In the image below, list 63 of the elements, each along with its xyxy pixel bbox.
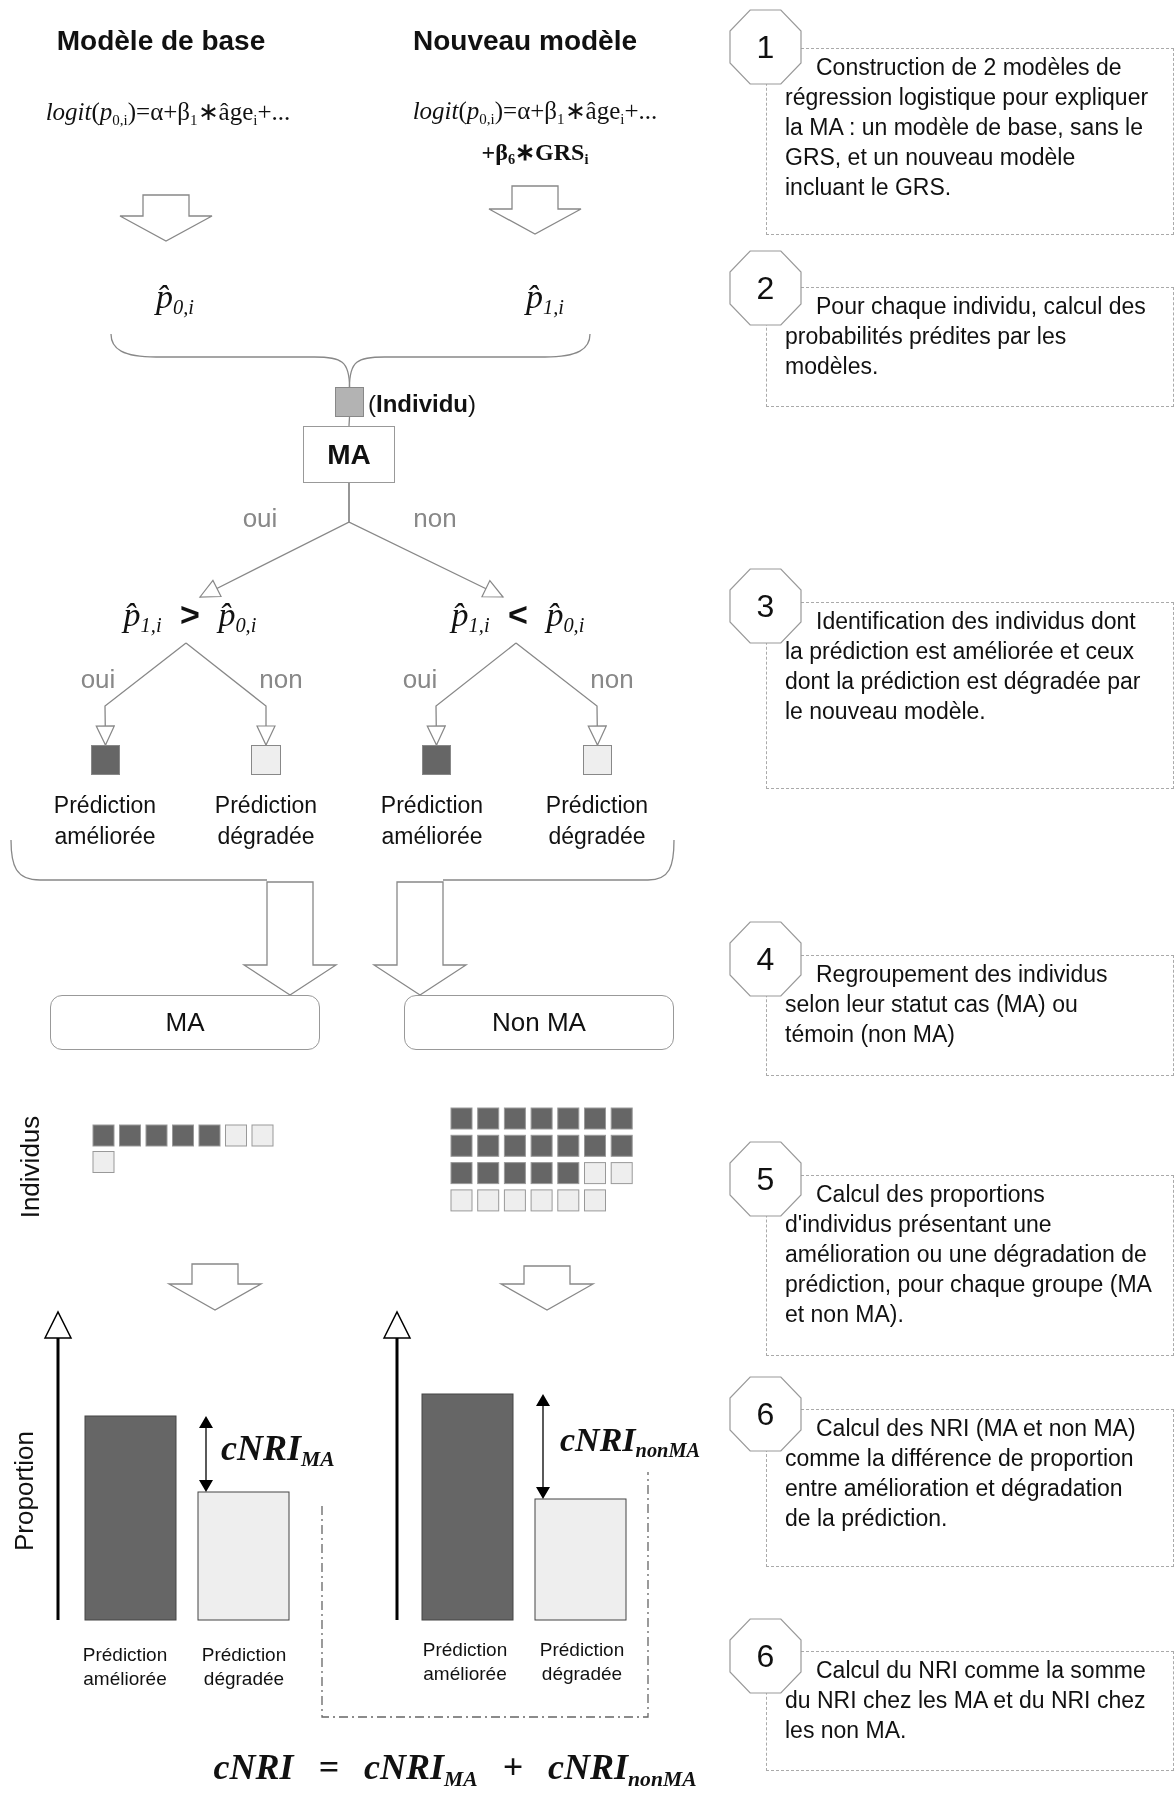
step-number: 6 bbox=[756, 1637, 775, 1675]
individual-square bbox=[335, 387, 364, 417]
brace bbox=[348, 333, 591, 388]
arrow bbox=[515, 642, 607, 746]
block-arrow bbox=[119, 194, 213, 242]
step-description: Pour chaque individu, calcul des probabilités prédites par les modèles. bbox=[785, 292, 1147, 381]
probability-symbol: p̂$_{1,i}$ bbox=[526, 277, 564, 321]
arrow bbox=[185, 642, 276, 746]
step-number: 3 bbox=[756, 587, 775, 625]
group-box: Non MA bbox=[404, 995, 674, 1050]
cnri-label: cNRI$_{MA}$ bbox=[221, 1428, 335, 1474]
axis-title: Proportion bbox=[8, 1431, 40, 1551]
step-number-octagon bbox=[729, 1376, 802, 1452]
prediction-label: Prédiction dégradée bbox=[213, 791, 319, 851]
prediction-label: Prédiction améliorée bbox=[52, 791, 158, 851]
bar-label: Prédiction dégradée bbox=[538, 1638, 626, 1686]
comparison-formula: p̂$_{1,i}$ > p̂$_{0,i}$ bbox=[123, 594, 257, 639]
degraded-square bbox=[251, 745, 281, 775]
step-number: 1 bbox=[756, 28, 775, 66]
bar-label: Prédiction améliorée bbox=[421, 1638, 509, 1686]
prediction-label: Prédiction améliorée bbox=[379, 791, 485, 851]
column-heading: Nouveau modèle bbox=[412, 25, 638, 57]
step-number-octagon bbox=[729, 250, 802, 326]
step-description: Calcul des proportions d'individus présentant une amélioration ou une dégradation de prédiction, pour chaque groupe (MA et non MA). bbox=[785, 1180, 1151, 1329]
step-number: 5 bbox=[756, 1160, 775, 1198]
improved-square bbox=[91, 745, 120, 775]
arrow bbox=[426, 642, 517, 746]
individual-label: (Individu) bbox=[368, 389, 476, 419]
step-number: 4 bbox=[756, 940, 775, 978]
step-description: Calcul du NRI comme la somme du NRI chez les MA et du NRI chez les non MA. bbox=[785, 1656, 1147, 1745]
group-box: MA bbox=[50, 995, 320, 1050]
degraded-square bbox=[583, 745, 612, 775]
step-number: 2 bbox=[756, 269, 775, 307]
formula: logit(p$_{0,i}$)=α+β$_{1}$∗âge$_{i}$+... bbox=[45, 97, 291, 130]
step-description: Identification des individus dont la prédiction est améliorée et ceux dont la prédiction est dégradée par le nouveau modèle. bbox=[785, 607, 1142, 726]
prediction-label: Prédiction dégradée bbox=[544, 791, 650, 851]
step-description: Construction de 2 modèles de régression logistique pour expliquer la MA : un modèle de base, sans le GRS, et un nouveau modèle incluant le GRS. bbox=[785, 53, 1150, 202]
connector-line bbox=[348, 416, 351, 427]
block-arrow bbox=[241, 881, 339, 996]
step-number: 6 bbox=[756, 1395, 775, 1433]
probability-symbol: p̂$_{0,i}$ bbox=[156, 277, 194, 321]
step-description: Calcul des NRI (MA et non MA) comme la différence de proportion entre amélioration et dégradation de la prédiction. bbox=[785, 1414, 1137, 1533]
individuals-drawing bbox=[92, 1124, 277, 1176]
block-arrow bbox=[371, 881, 469, 996]
axis-title: Individus bbox=[14, 1115, 46, 1219]
outcome-box: MA bbox=[303, 426, 395, 483]
block-arrow bbox=[166, 1263, 264, 1311]
comparison-formula: p̂$_{1,i}$ < p̂$_{0,i}$ bbox=[451, 594, 585, 639]
step-number-octagon bbox=[729, 9, 802, 85]
formula: logit(p$_{0,i}$)=α+β$_{1}$∗âge$_{i}$+... bbox=[412, 95, 658, 129]
block-arrow bbox=[488, 185, 582, 235]
block-arrow bbox=[498, 1265, 596, 1311]
total-formula: cNRI = cNRI$_{MA}$ + cNRI$_{nonMA}$ bbox=[213, 1746, 697, 1793]
improved-square bbox=[422, 745, 451, 775]
arrow bbox=[95, 642, 187, 746]
bar-label: Prédiction dégradée bbox=[200, 1643, 288, 1691]
step-description: Regroupement des individus selon leur statut cas (MA) ou témoin (non MA) bbox=[785, 960, 1109, 1049]
dashed-line bbox=[321, 1471, 649, 1718]
cnri-label: cNRI$_{nonMA}$ bbox=[560, 1420, 701, 1464]
formula: +β$_{6}$∗GRS$_{i}$ bbox=[481, 138, 589, 170]
column-heading: Modèle de base bbox=[56, 25, 266, 57]
arrow bbox=[348, 482, 504, 598]
bar-label: Prédiction améliorée bbox=[81, 1643, 169, 1691]
